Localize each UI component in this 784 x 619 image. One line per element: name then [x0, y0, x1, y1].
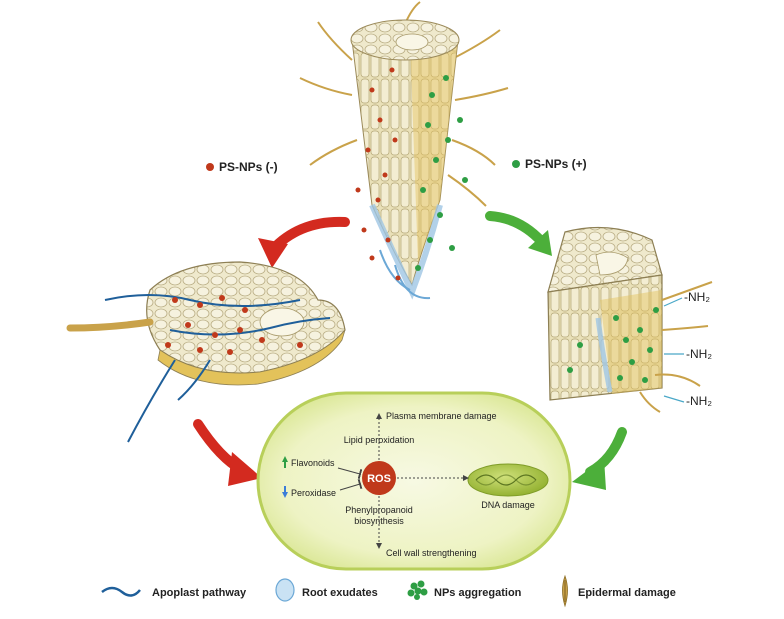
epidermal-icon [562, 574, 568, 608]
ps-pos-label: PS-NPs (+) [512, 157, 587, 171]
phenylpropanoid-line2: biosynthesis [354, 516, 404, 526]
nh2-labels: -NH₂ -NH₂ -NH₂ [663, 290, 712, 408]
nh2-label-2: -NH₂ [686, 347, 712, 361]
green-dot-icon [512, 160, 520, 168]
red-arrow-bottom [193, 419, 262, 486]
legend-apoplast: Apoplast pathway [152, 587, 247, 599]
negative-particles [355, 67, 401, 281]
legend-epidermal: Epidermal damage [578, 587, 676, 599]
apoplast-icon [101, 586, 141, 597]
ros-circle [362, 461, 396, 495]
apoplast-lines [104, 294, 331, 443]
left-tissue-section [66, 261, 346, 443]
ps-neg-text: PS-NPs (-) [219, 160, 278, 174]
green-arrow-bottom [572, 427, 627, 490]
aggregation-icon [407, 580, 428, 600]
peroxidase-text: Peroxidase [291, 488, 336, 498]
cell-wall-text: Cell wall strengthening [386, 548, 477, 558]
ps-pos-text: PS-NPs (+) [525, 157, 587, 171]
nh2-label-1: -NH₂ [684, 290, 710, 304]
nh2-label-3: -NH₂ [686, 394, 712, 408]
red-arrow-top [258, 216, 350, 268]
ros-text: ROS [367, 473, 391, 485]
legend-exudates: Root exudates [302, 587, 378, 599]
dna-damage-text: DNA damage [481, 500, 535, 510]
exudate-icon [275, 578, 295, 602]
positive-particles [415, 75, 468, 271]
central-root [299, 1, 509, 300]
green-arrow-top [485, 211, 552, 256]
up-arrow-icon [282, 456, 288, 468]
membrane-damage-text: Plasma membrane damage [386, 411, 497, 421]
phenylpropanoid-line1: Phenylpropanoid [345, 505, 413, 515]
lipid-peroxidation-text: Lipid peroxidation [344, 435, 415, 445]
flavonoids-text: Flavonoids [291, 458, 335, 468]
right-root-hairs [639, 281, 713, 413]
red-dot-icon [206, 163, 214, 171]
legend-aggregation: NPs aggregation [434, 587, 522, 599]
legend: Apoplast pathway Root exudates NPs aggre… [101, 574, 676, 608]
left-red-particles [165, 295, 303, 355]
right-tissue-block: -NH₂ -NH₂ -NH₂ [547, 226, 713, 413]
down-arrow-icon [282, 486, 288, 498]
plant-cell: ROS Plasma membrane damage Lipid peroxid… [256, 391, 572, 571]
right-green-particles [567, 307, 659, 383]
ps-neg-label: PS-NPs (-) [206, 160, 278, 174]
